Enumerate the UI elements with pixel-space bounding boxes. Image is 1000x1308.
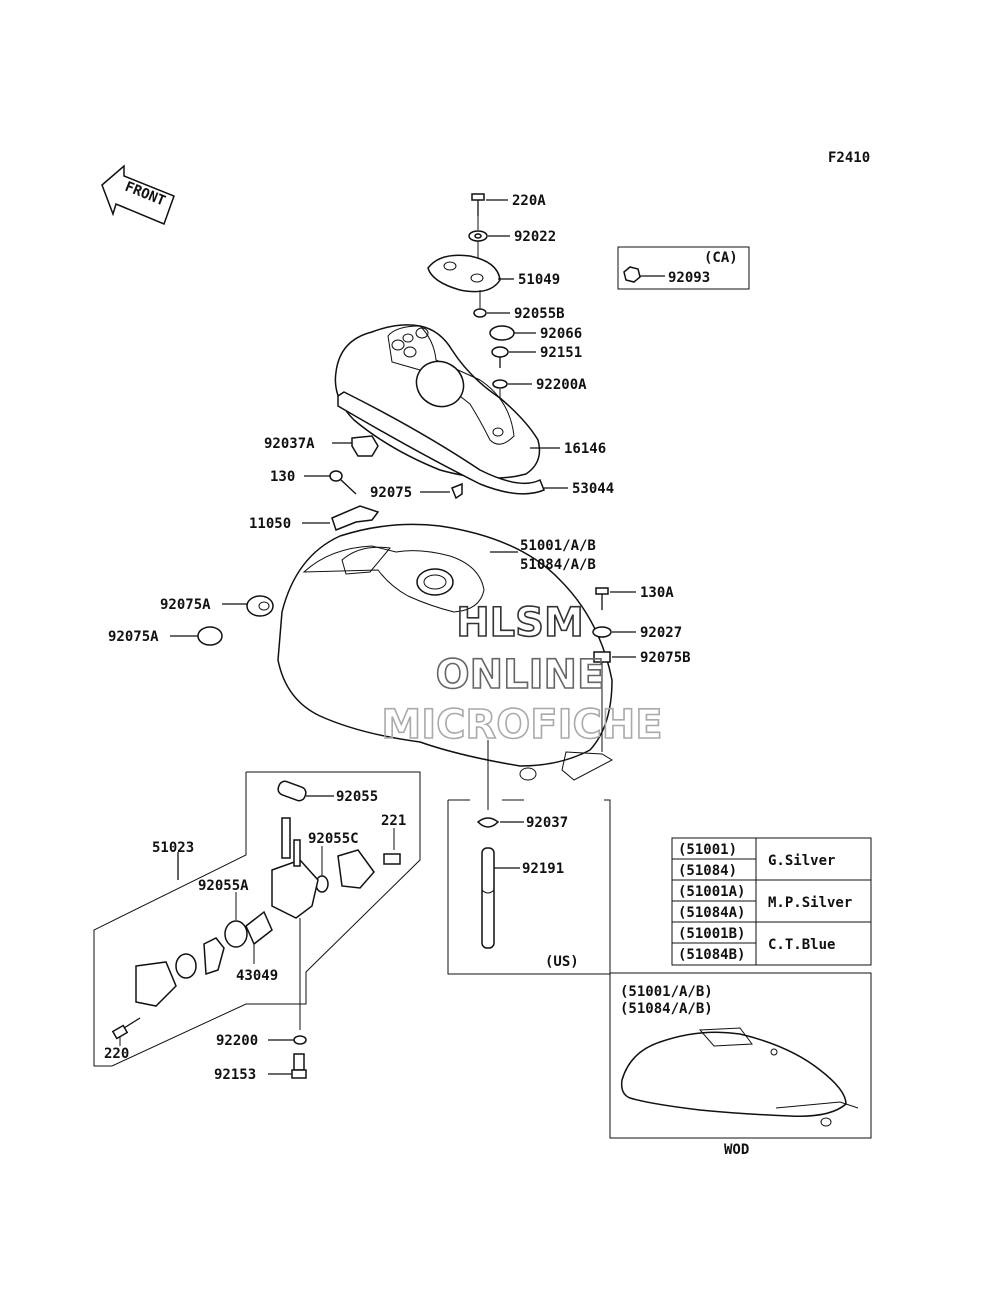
rubber-strip-53044: 53044 bbox=[337, 391, 614, 497]
tank-cover-16146: 16146 bbox=[334, 324, 606, 479]
part-label-53044: 53044 bbox=[572, 481, 614, 497]
variant-box-label: (CA) bbox=[704, 250, 738, 266]
part-label-92055C: 92055C bbox=[308, 831, 359, 847]
part-label-92055B: 92055B bbox=[514, 306, 565, 322]
part-label-92200: 92200 bbox=[216, 1033, 258, 1049]
part-label-220: 220 bbox=[104, 1046, 129, 1062]
part-label-92191: 92191 bbox=[522, 861, 564, 877]
mid-left-parts: 92037A 130 92075 11050 bbox=[249, 435, 463, 532]
part-label-130: 130 bbox=[270, 469, 295, 485]
front-arrow-icon: FRONT bbox=[101, 164, 175, 225]
color-code: (51084B) bbox=[678, 947, 745, 963]
part-label-92075B: 92075B bbox=[640, 650, 691, 666]
inset-code-1: (51001/A/B) bbox=[620, 984, 713, 1000]
color-name: C.T.Blue bbox=[768, 937, 835, 953]
inset-wod: (51001/A/B) (51084/A/B) WOD bbox=[609, 972, 872, 1158]
part-label-92055: 92055 bbox=[336, 789, 378, 805]
us-box: 92037 92191 (US) bbox=[447, 740, 611, 975]
fuel-tank: 51001/A/B 51084/A/B bbox=[277, 523, 614, 781]
top-parts-stack: 220A 92022 51049 92055B 92066 92151 9220… bbox=[427, 193, 587, 428]
part-label-16146: 16146 bbox=[564, 441, 606, 457]
part-label-92075A-upper: 92075A bbox=[160, 597, 211, 613]
part-label-92055A: 92055A bbox=[198, 878, 249, 894]
part-label-92200A: 92200A bbox=[536, 377, 587, 393]
color-name: M.P.Silver bbox=[768, 895, 852, 911]
part-label-92027: 92027 bbox=[640, 625, 682, 641]
part-label-92037A: 92037A bbox=[264, 436, 315, 452]
variant-box-ca: (CA) 92093 bbox=[617, 246, 750, 290]
inset-caption: WOD bbox=[724, 1142, 749, 1158]
color-code: (51084A) bbox=[678, 905, 745, 921]
part-label-92093: 92093 bbox=[668, 270, 710, 286]
part-label-220A: 220A bbox=[512, 193, 546, 209]
inset-code-2: (51084/A/B) bbox=[620, 1001, 713, 1017]
watermark-line-2: ONLINE bbox=[436, 652, 605, 698]
tank-rubbers-left: 92075A 92075A bbox=[108, 595, 274, 646]
part-label-130A: 130A bbox=[640, 585, 674, 601]
color-code: (51001B) bbox=[678, 926, 745, 942]
us-box-label: (US) bbox=[545, 954, 579, 970]
part-label-92022: 92022 bbox=[514, 229, 556, 245]
part-label-51023: 51023 bbox=[152, 840, 194, 856]
figure-code: F2410 bbox=[828, 150, 870, 166]
part-label-51084: 51084/A/B bbox=[520, 557, 596, 573]
watermark: HLSM ONLINE MICROFICHE bbox=[381, 599, 664, 749]
part-label-92075A-lower: 92075A bbox=[108, 629, 159, 645]
watermark-line-1: HLSM bbox=[456, 600, 584, 646]
part-label-11050: 11050 bbox=[249, 516, 291, 532]
rear-mount-parts: 130A 92027 92075B bbox=[592, 585, 691, 752]
part-label-51001: 51001/A/B bbox=[520, 538, 596, 554]
fuel-cock-assembly: 51023 92055 92055C 221 92055A 43049 bbox=[93, 771, 421, 1083]
part-label-221: 221 bbox=[381, 813, 406, 829]
part-label-92153: 92153 bbox=[214, 1067, 256, 1083]
color-name: G.Silver bbox=[768, 853, 835, 869]
color-code: (51001) bbox=[678, 842, 737, 858]
color-code: (51084) bbox=[678, 863, 737, 879]
part-label-51049: 51049 bbox=[518, 272, 560, 288]
color-code: (51001A) bbox=[678, 884, 745, 900]
color-table: (51001) (51084) G.Silver (51001A) (51084… bbox=[671, 837, 872, 966]
part-label-92151: 92151 bbox=[540, 345, 582, 361]
part-label-92066: 92066 bbox=[540, 326, 582, 342]
part-label-92037: 92037 bbox=[526, 815, 568, 831]
part-label-43049: 43049 bbox=[236, 968, 278, 984]
watermark-line-3: MICROFICHE bbox=[381, 702, 662, 748]
part-label-92075: 92075 bbox=[370, 485, 412, 501]
